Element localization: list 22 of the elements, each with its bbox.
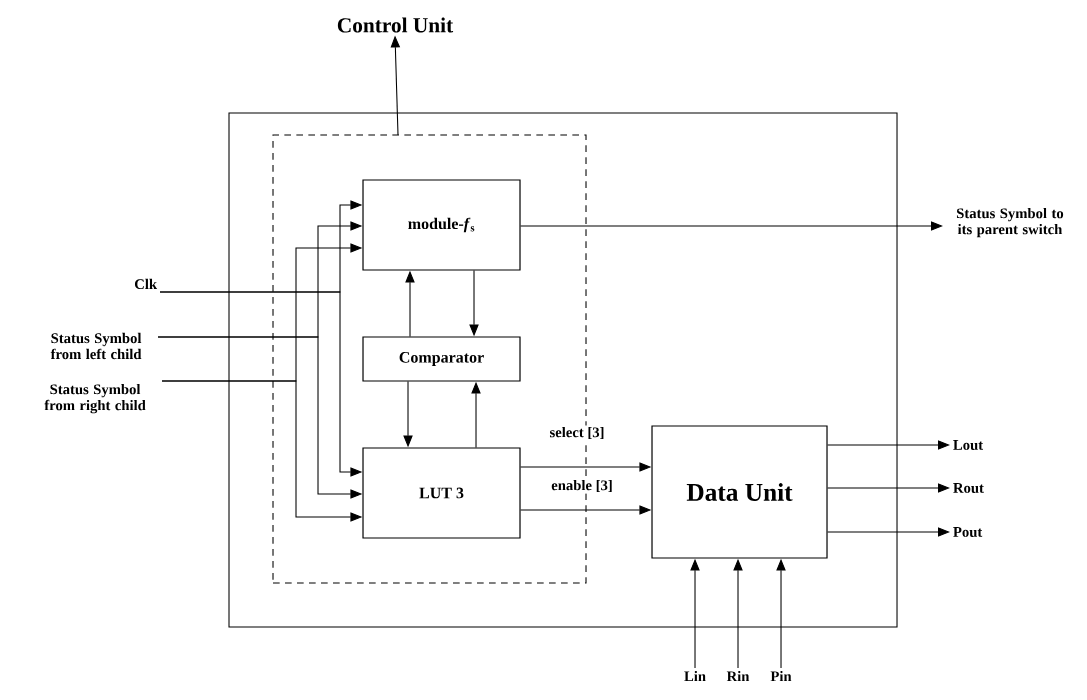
heading-label: Control Unit (337, 17, 454, 33)
process-box: LUT 3 (362, 447, 521, 539)
signal-label: Rout (953, 483, 984, 493)
unit-frame (228, 112, 898, 628)
arrow (827, 483, 950, 493)
process-box: Data Unit (651, 425, 828, 559)
process-box: module-f$_{s}$ (362, 179, 521, 271)
signal-label: Status Symbol from right child (44, 383, 146, 414)
signal-label: Lout (953, 440, 984, 450)
arrow (827, 527, 950, 537)
signal-label: Rin (726, 670, 750, 682)
signal-label: Status Symbol to its parent switch (956, 207, 1064, 238)
arrow (827, 440, 950, 450)
process-box: Comparator (362, 336, 521, 382)
signal-label: Lin (684, 670, 706, 682)
arrow (520, 221, 943, 231)
signal-label: Status Symbol from left child (50, 332, 142, 360)
signal-label: Pout (953, 527, 983, 537)
edge-label: enable [3] (549, 478, 615, 494)
signal-label: Clk (134, 278, 158, 290)
edge-label: select [3] (548, 425, 606, 441)
signal-label: Pin (770, 670, 792, 682)
